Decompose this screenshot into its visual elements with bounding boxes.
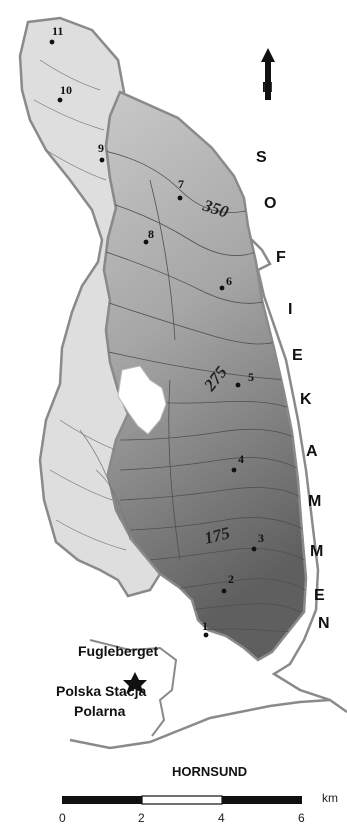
fugleberget-label: Fugleberget [78, 643, 158, 659]
sofiekammen-label: S O F I E K A M M E N [256, 149, 330, 632]
land-contours [33, 59, 131, 551]
coast-letter-i: I [288, 301, 292, 318]
measurement-points: 1 2 3 4 5 6 7 8 9 10 11 [49, 24, 264, 638]
point-3-label: 3 [258, 531, 264, 545]
scale-bar: 0 2 4 6 km [59, 791, 338, 825]
scale-tick-4: 4 [218, 811, 225, 825]
station-star-icon [123, 672, 147, 694]
point-1-label: 1 [202, 619, 208, 633]
hornsund-label: HORNSUND [172, 764, 247, 779]
coast-letter-m1: M [308, 493, 321, 510]
station-label-line1: Polska Stacja [56, 683, 146, 699]
point-5-label: 5 [248, 370, 254, 384]
point-8-label: 8 [148, 227, 154, 241]
coast-letter-f: F [276, 249, 286, 266]
point-9-label: 9 [98, 141, 104, 155]
glacier-body [102, 90, 308, 662]
coast-letter-a: A [306, 443, 318, 460]
coast-letter-s: S [256, 149, 267, 166]
north-arrow: N [261, 48, 275, 100]
coast-letter-m2: M [310, 543, 323, 560]
coast-letter-e2: E [314, 587, 325, 604]
coast-letter-n: N [318, 615, 330, 632]
hornsund-shore [69, 698, 331, 750]
coast-letter-e: E [292, 347, 303, 364]
scale-tick-0: 0 [59, 811, 66, 825]
point-2-label: 2 [228, 572, 234, 586]
scale-unit: km [322, 791, 338, 805]
point-10-label: 10 [60, 83, 72, 97]
coastline-outer [247, 235, 347, 714]
nunatak [117, 365, 167, 435]
north-label: N [262, 79, 273, 96]
scale-tick-6: 6 [298, 811, 305, 825]
coast-letter-k: K [300, 391, 312, 408]
point-7-label: 7 [178, 177, 184, 191]
coast-letter-o: O [264, 195, 276, 212]
point-11-label: 11 [52, 24, 63, 38]
scale-tick-2: 2 [138, 811, 145, 825]
contour-lines [104, 149, 306, 633]
station-label-line2: Polarna [74, 703, 126, 719]
point-6-label: 6 [226, 274, 232, 288]
station-shore [89, 639, 178, 737]
point-4-label: 4 [238, 452, 244, 466]
